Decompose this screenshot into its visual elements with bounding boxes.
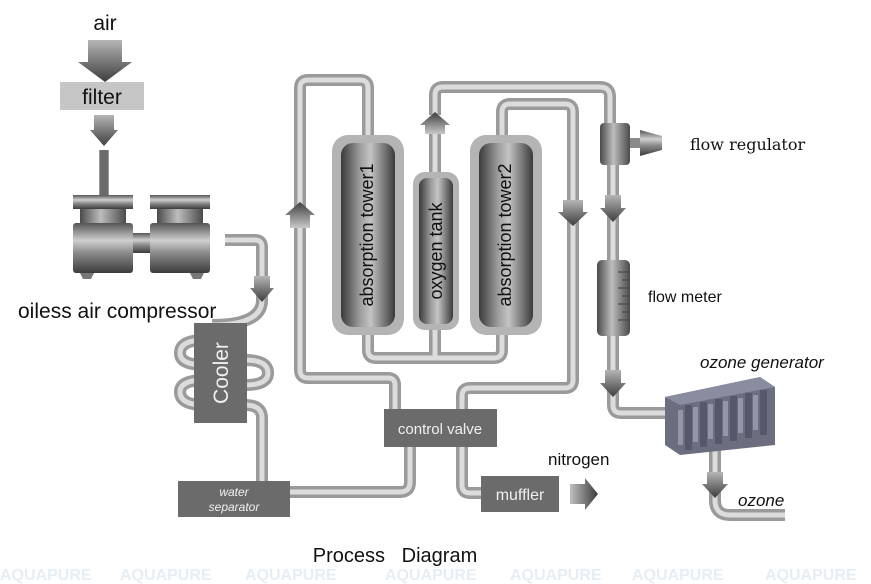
absorption-tower2-label: absorption tower2 — [495, 163, 515, 306]
air-inflow-arrow-icon — [78, 40, 132, 82]
watermark-text: AQUAPURE — [510, 567, 602, 584]
filter: filter — [60, 82, 144, 110]
cooler-label: Cooler — [210, 342, 233, 404]
control-valve: control valve — [384, 409, 497, 447]
filter-label: filter — [82, 86, 122, 109]
watermark-text: AQUAPURE — [765, 567, 857, 584]
filter-box — [60, 82, 144, 110]
ozone-outflow-arrow-icon — [702, 472, 728, 498]
compressor-outflow-arrow-icon — [250, 276, 274, 302]
pipe-network — [99, 74, 785, 521]
ozone-generator — [665, 377, 775, 455]
meter-outflow-arrow-icon — [600, 370, 626, 397]
cooler: Cooler — [194, 323, 247, 423]
regulator-outflow-arrow-icon — [600, 195, 626, 222]
oxygen-outflow-arrow-icon — [420, 112, 450, 134]
oxygen-tank-body — [419, 178, 453, 324]
control-valve-label: control valve — [398, 421, 482, 438]
water-separator-label-line1: water — [219, 485, 249, 499]
watermark-text: AQUAPURE — [0, 567, 92, 584]
nitrogen-label: nitrogen — [548, 450, 609, 469]
flow-regulator-label: flow regulator — [690, 135, 805, 154]
oxygen-tank-label: oxygen tank — [426, 201, 446, 299]
tower1-body — [341, 143, 395, 327]
water-separator: water separator — [178, 481, 290, 517]
absorption-tower-1: absorption tower1 — [332, 135, 404, 335]
water-separator-label-line2: separator — [209, 500, 261, 514]
oxygen-tank: oxygen tank — [413, 172, 459, 330]
tower2-body — [479, 143, 533, 327]
watermark-text: AQUAPURE — [245, 567, 337, 584]
nitrogen-outflow-arrow-icon — [570, 478, 598, 510]
flow-regulator-knob-icon — [640, 130, 662, 156]
cooler-box — [194, 323, 247, 423]
tower2-return-arrow-icon — [558, 200, 588, 226]
watermark: AQUAPURE AQUAPURE AQUAPURE AQUAPURE AQUA… — [0, 567, 857, 584]
watermark-text: AQUAPURE — [385, 567, 477, 584]
filter-outflow-arrow-icon — [90, 115, 118, 146]
tower1-inflow-arrow-icon — [285, 202, 315, 228]
ozone-label: ozone — [738, 491, 784, 510]
flow-regulator — [600, 123, 662, 165]
control-valve-box — [384, 409, 497, 447]
watermark-text: AQUAPURE — [632, 567, 724, 584]
absorption-tower1-label: absorption tower1 — [357, 163, 377, 306]
flow-meter-body — [597, 260, 630, 336]
air-label: air — [93, 12, 116, 35]
compressor-label: oiless air compressor — [18, 300, 216, 323]
watermark-text: AQUAPURE — [120, 567, 212, 584]
flow-meter — [597, 260, 630, 336]
flow-meter-label: flow meter — [648, 289, 722, 306]
flow-regulator-body — [600, 123, 630, 165]
diagram-title: Process Diagram — [313, 545, 478, 567]
ozone-generator-label: ozone generator — [700, 353, 825, 372]
muffler-box — [481, 476, 559, 512]
oiless-air-compressor — [73, 195, 210, 279]
muffler-label: muffler — [496, 487, 545, 504]
water-separator-box — [178, 481, 290, 517]
absorption-tower-2: absorption tower2 — [470, 135, 542, 335]
muffler: muffler — [481, 476, 559, 512]
